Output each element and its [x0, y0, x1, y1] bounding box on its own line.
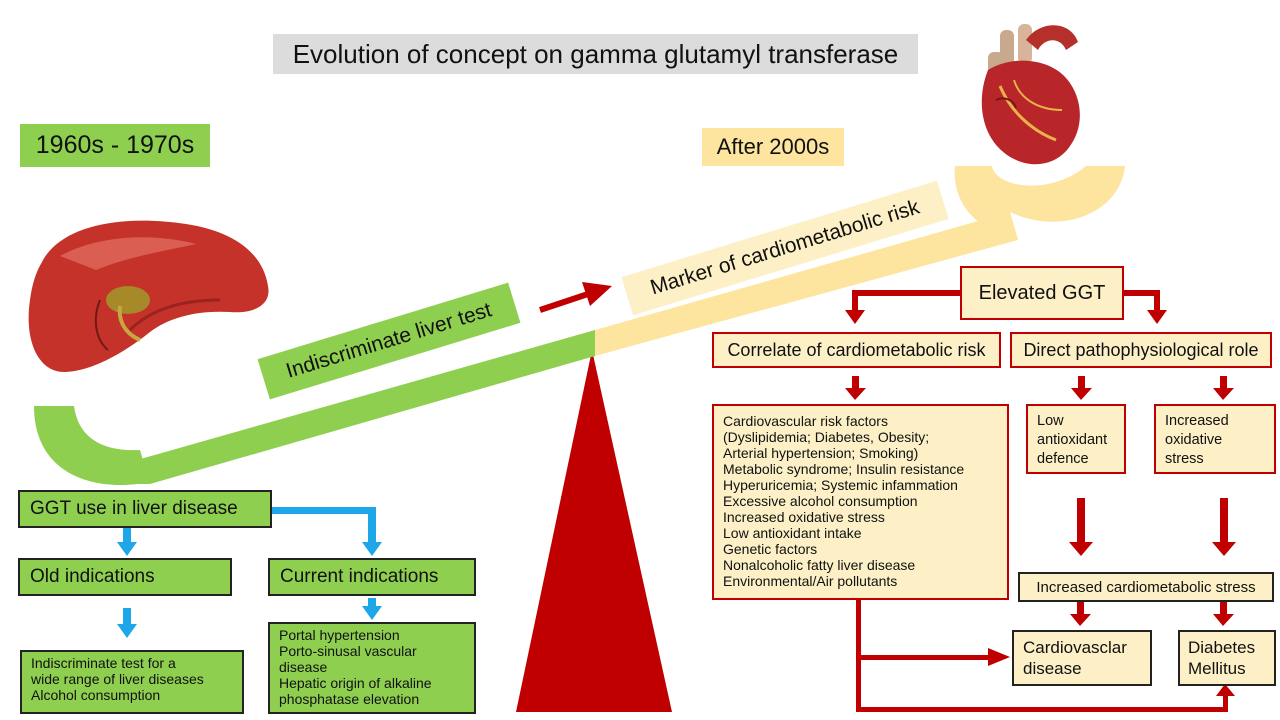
- old-indications-box: Old indications: [18, 558, 232, 596]
- heart-cup: [954, 166, 1125, 240]
- liver-panel-connectors: [117, 507, 382, 638]
- list-item: phosphatase elevation: [279, 691, 420, 707]
- box-line: stress: [1165, 451, 1204, 467]
- list-item: Nonalcoholic fatty liver disease: [723, 557, 916, 573]
- correlate-box: Correlate of cardiometabolic risk: [712, 332, 1001, 368]
- list-item: Porto-sinusal vascular: [279, 643, 417, 659]
- fulcrum-triangle: [516, 350, 672, 712]
- list-item: Portal hypertension: [279, 627, 400, 643]
- list-item: Metabolic syndrome; Insulin resistance: [723, 461, 965, 477]
- list-item: Indiscriminate test for a: [31, 655, 176, 671]
- list-item: Hyperuricemia; Systemic infammation: [723, 477, 958, 493]
- list-item: Low antioxidant intake: [723, 525, 862, 541]
- list-item: Hepatic origin of alkaline: [279, 675, 432, 691]
- cardiovascular-disease-box: Cardiovasclar disease: [1012, 630, 1152, 686]
- box-line: Increased: [1165, 413, 1229, 429]
- box-line: Mellitus: [1188, 659, 1246, 678]
- list-item: (Dyslipidemia; Diabetes, Obesity;: [723, 429, 930, 445]
- list-item: Alcohol consumption: [31, 687, 161, 703]
- list-item: Genetic factors: [723, 541, 818, 557]
- low-antioxidant-box: Low antioxidant defence: [1026, 404, 1126, 474]
- cardiometabolic-stress-box: Increased cardiometabolic stress: [1018, 572, 1274, 602]
- box-line: Diabetes: [1188, 638, 1256, 657]
- list-item: Increased oxidative stress: [723, 509, 885, 525]
- page-title: Evolution of concept on gamma glutamyl t…: [273, 34, 918, 74]
- direct-role-box: Direct pathophysiological role: [1010, 332, 1272, 368]
- era-label-2000s: After 2000s: [702, 128, 844, 166]
- list-item: Arterial hypertension; Smoking): [723, 445, 919, 461]
- liver-illustration: [28, 220, 269, 372]
- box-line: antioxidant: [1037, 432, 1108, 448]
- list-item: wide range of liver diseases: [31, 671, 204, 687]
- beam-yellow: [595, 212, 1018, 356]
- elevated-ggt-box: Elevated GGT: [960, 266, 1124, 320]
- box-line: disease: [1023, 659, 1082, 678]
- current-indications-list: Portal hypertension Porto-sinusal vascul…: [268, 622, 476, 714]
- list-item: Cardiovascular risk factors: [723, 413, 888, 429]
- box-line: Low: [1037, 413, 1064, 429]
- diabetes-mellitus-box: Diabetes Mellitus: [1178, 630, 1276, 686]
- liver-cup: [34, 406, 150, 486]
- old-indications-list: Indiscriminate test for a wide range of …: [20, 650, 244, 714]
- shift-arrow: [539, 282, 612, 313]
- correlate-list: Cardiovascular risk factors (Dyslipidemi…: [712, 404, 1009, 600]
- list-item: Environmental/Air pollutants: [723, 573, 898, 589]
- oxidative-stress-box: Increased oxidative stress: [1154, 404, 1276, 474]
- box-line: defence: [1037, 451, 1089, 467]
- current-indications-box: Current indications: [268, 558, 476, 596]
- beam-green: [130, 330, 595, 484]
- ggt-liver-disease-box: GGT use in liver disease: [18, 490, 272, 528]
- list-item: Excessive alcohol consumption: [723, 493, 918, 509]
- box-line: oxidative: [1165, 432, 1223, 448]
- era-label-1960s: 1960s - 1970s: [20, 124, 210, 167]
- box-line: Cardiovasclar: [1023, 638, 1127, 657]
- cardio-panel-connectors: [845, 290, 1236, 712]
- list-item: disease: [279, 659, 328, 675]
- heart-illustration: [981, 24, 1080, 165]
